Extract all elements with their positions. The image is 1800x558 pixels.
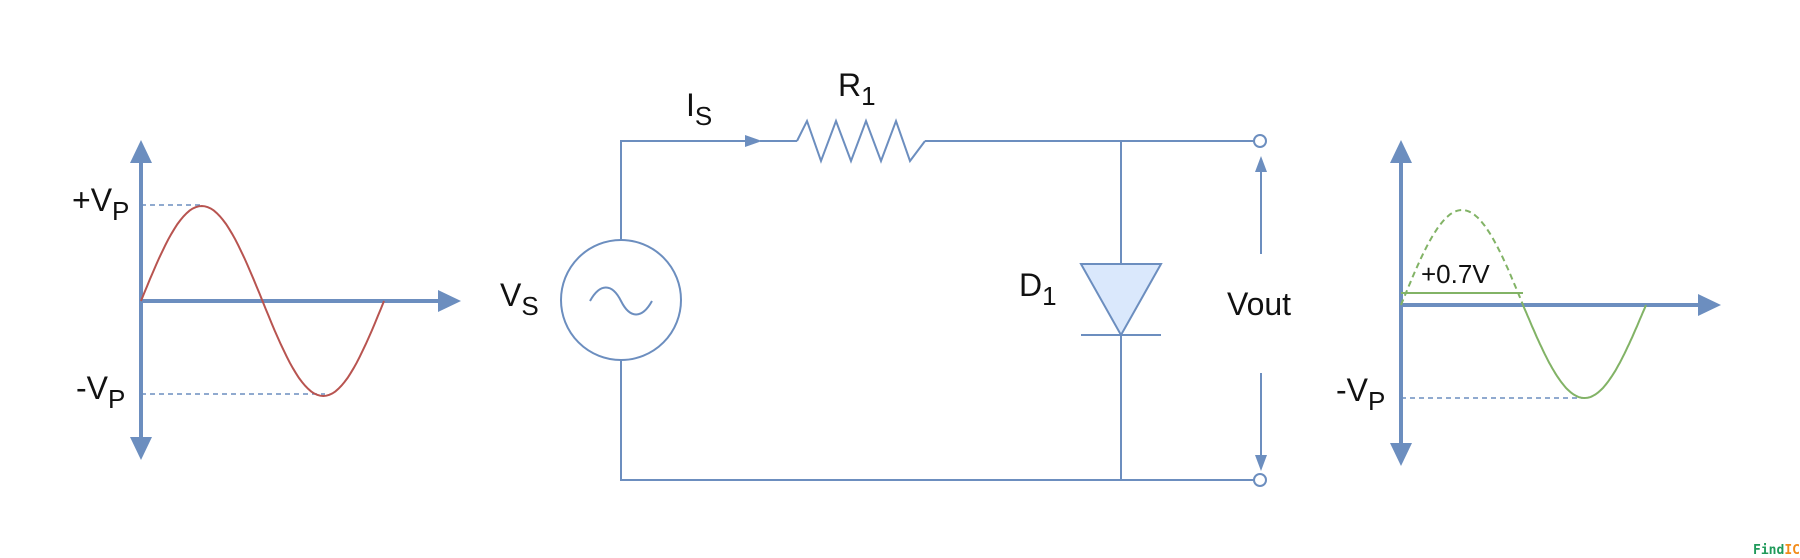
output-clipped-dashed-wave [1400,208,1524,306]
output-top-terminal [1253,134,1267,148]
resistor-label: R1 [838,67,876,111]
output-negative-peak-label: -VP [1336,372,1385,416]
input-x-axis-arrow-icon [438,290,461,312]
bottom-wire [620,360,1254,481]
circuit: IS R1 VS D1 Vout [500,67,1291,487]
input-y-axis-up-arrow-icon [130,140,152,163]
output-y-axis-up-arrow-icon [1390,140,1412,163]
input-waveform-graph: +VP -VP [72,140,461,460]
diode-label: D1 [1019,267,1057,311]
ac-sine-icon [589,286,653,316]
diode-d1 [1079,263,1163,338]
top-left-wire [620,140,745,240]
source-label: VS [500,277,539,321]
vout-up-arrow-icon [1255,156,1267,172]
output-y-axis-down-arrow-icon [1390,443,1412,466]
current-label: IS [686,87,712,131]
resistor-r1 [796,118,926,164]
input-negative-peak-label: -VP [76,370,125,414]
findic-watermark-logo: FindIC [1753,543,1800,558]
output-x-axis-arrow-icon [1698,294,1721,316]
input-positive-peak-label: +VP [72,182,129,226]
clamp-level-label: +0.7V [1421,259,1490,289]
output-bottom-terminal [1253,473,1267,487]
current-direction-arrow-icon [745,135,762,147]
vout-down-arrow-icon [1255,455,1267,471]
input-sine-wave [140,204,385,398]
output-label: Vout [1227,286,1291,322]
input-y-axis-down-arrow-icon [130,437,152,460]
output-negative-wave [1522,304,1647,400]
output-waveform-graph: +0.7V -VP [1336,140,1721,466]
